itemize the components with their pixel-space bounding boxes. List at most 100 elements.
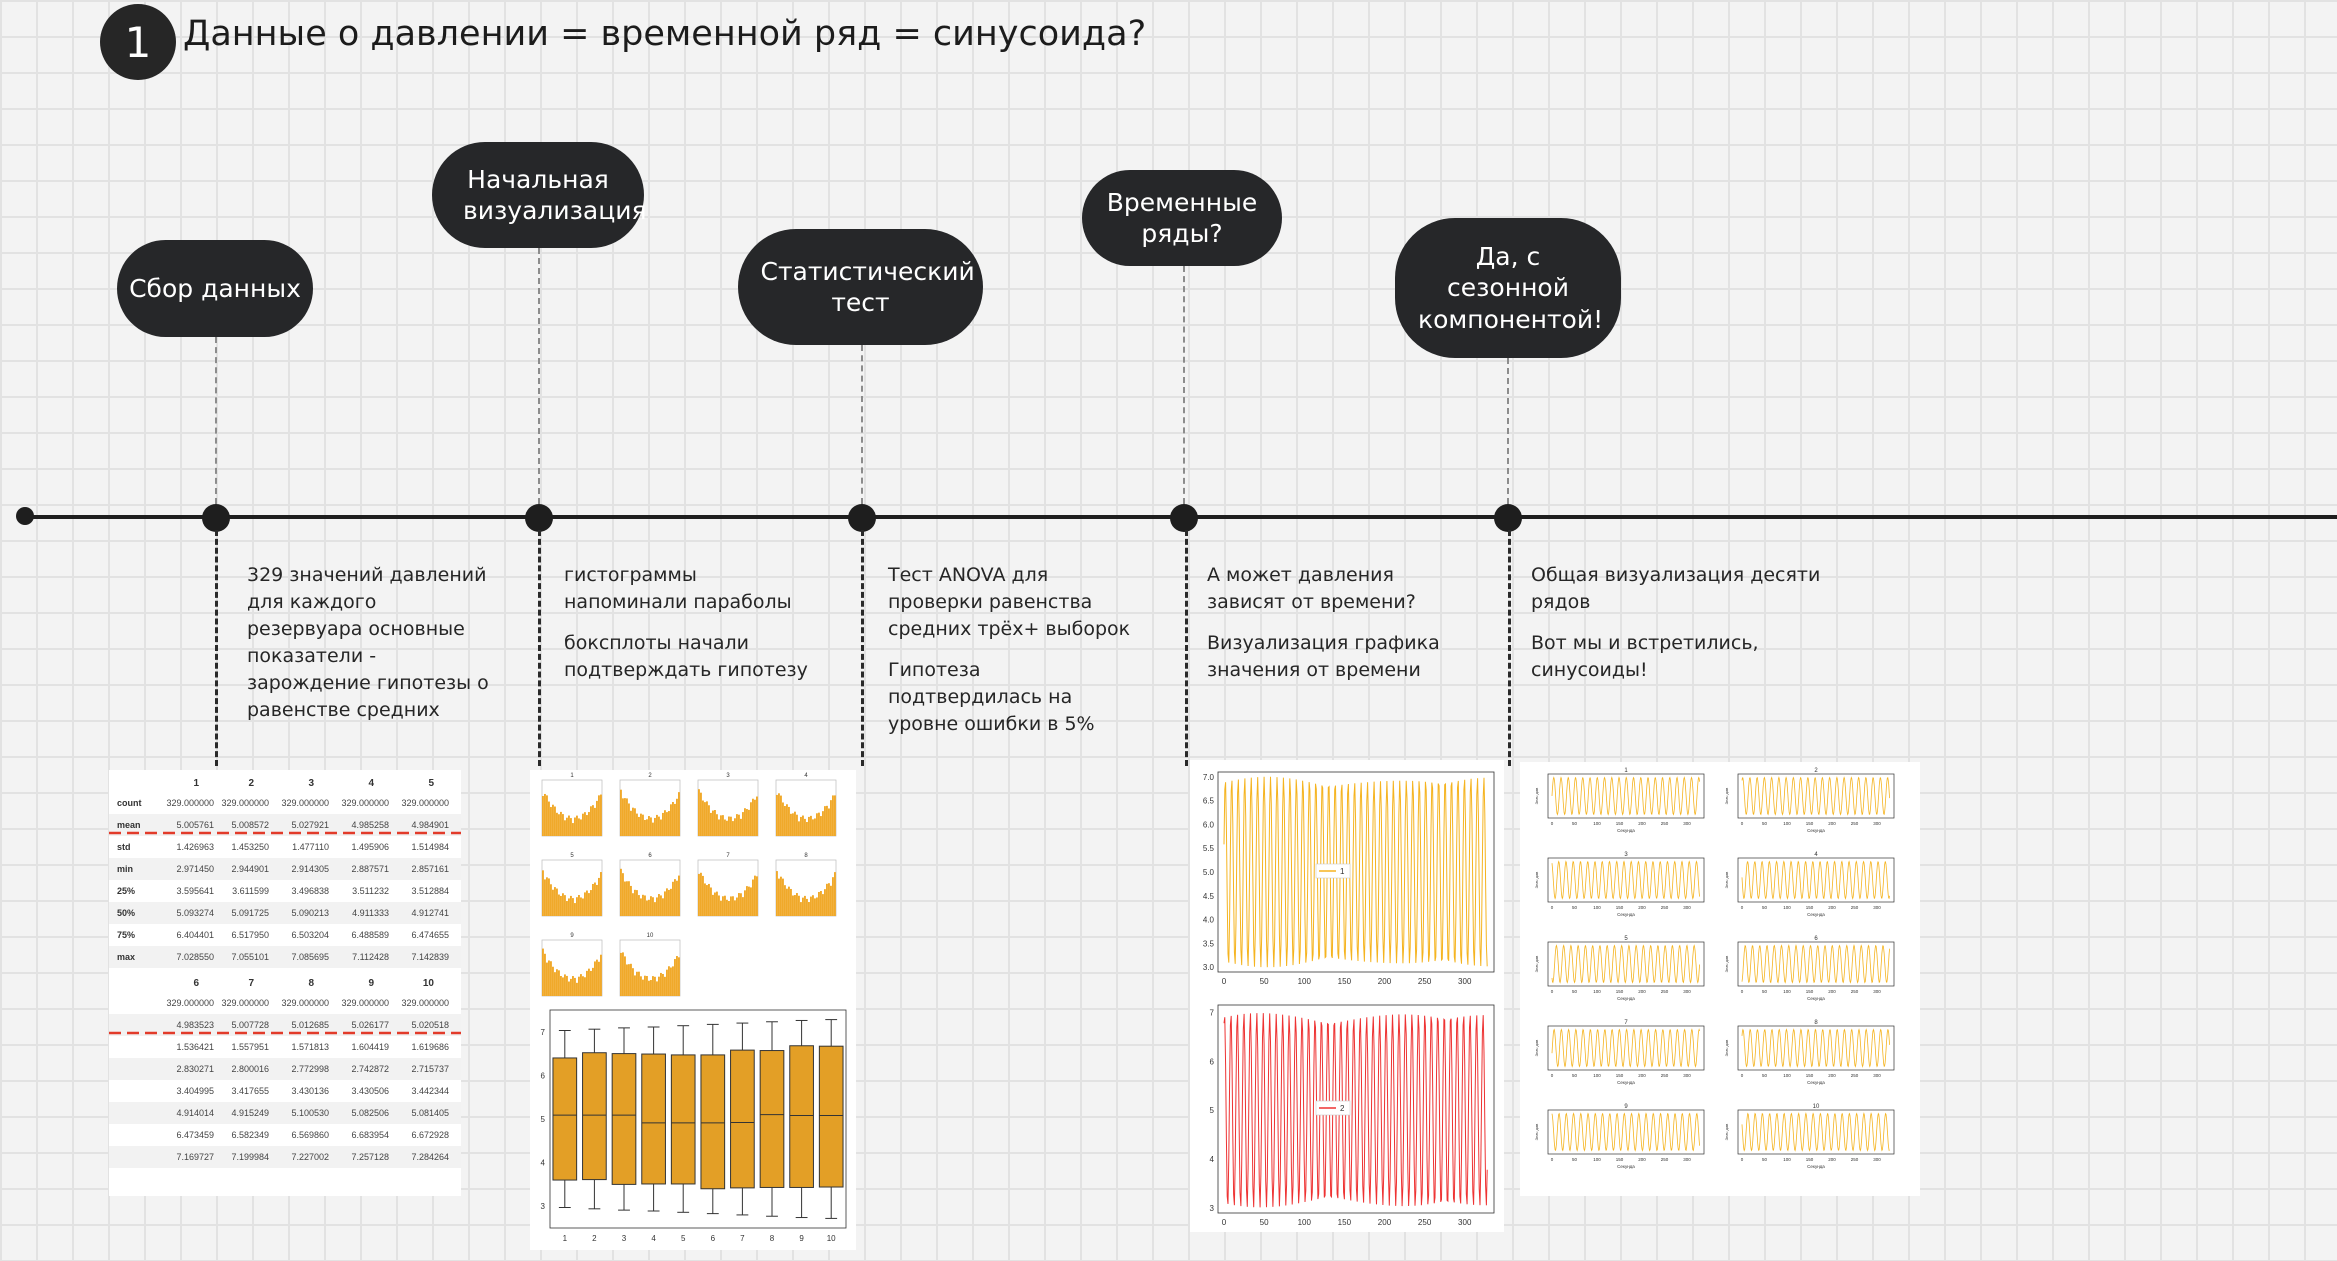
histogram-bar: [628, 803, 630, 836]
table-row-stripe: [109, 902, 461, 924]
histogram-bar: [544, 879, 546, 916]
histogram-bar: [642, 894, 644, 916]
boxplot-x-tick: 6: [711, 1234, 716, 1243]
table-cell: 1.495906: [351, 842, 389, 852]
histogram-bar: [582, 976, 584, 996]
table-cell: 5.007728: [231, 1020, 269, 1030]
histogram-bar: [622, 873, 624, 916]
milestone-dot-1[interactable]: [202, 504, 230, 532]
histogram-bar: [834, 795, 836, 836]
timeseries-x-tick: 200: [1378, 977, 1392, 986]
histogram-bar: [834, 872, 836, 916]
series-x-tick: 300: [1683, 989, 1691, 994]
histogram-bar: [698, 873, 700, 916]
table-cell: 5.008572: [231, 820, 269, 830]
histogram-title: 7: [726, 853, 730, 859]
timeseries-y-tick: 5: [1210, 1106, 1215, 1115]
histogram-bar: [832, 877, 834, 916]
histogram-bar: [664, 976, 666, 996]
milestone-label-3[interactable]: Статистический тест: [738, 229, 983, 345]
histogram-bar: [564, 974, 566, 996]
histogram-bar: [788, 806, 790, 836]
series-x-tick: 300: [1683, 821, 1691, 826]
milestone-label-1[interactable]: Сбор данных: [117, 240, 313, 337]
boxplot-x-tick: 8: [770, 1234, 775, 1243]
histogram-bar: [572, 976, 574, 996]
series-x-tick: 300: [1683, 1157, 1691, 1162]
boxplot-box: [700, 1054, 726, 1190]
histogram-bar: [560, 976, 562, 996]
histogram-bar: [574, 903, 576, 916]
histogram-bar: [798, 895, 800, 916]
milestone-label-4[interactable]: Временные ряды?: [1082, 170, 1282, 266]
table-cell: 4.912741: [411, 908, 449, 918]
histogram-bar: [550, 807, 552, 836]
milestone-desc-4: А может давления зависят от времени? Виз…: [1207, 562, 1467, 698]
table-row-label: max: [117, 952, 135, 962]
histogram-bar: [794, 895, 796, 916]
milestone-dot-5[interactable]: [1494, 504, 1522, 532]
table-row-label: 50%: [117, 908, 135, 918]
table-cell: 1.604419: [351, 1042, 389, 1052]
series-x-tick: 300: [1873, 905, 1881, 910]
histogram-bar: [550, 884, 552, 916]
boxplot-box: [611, 1053, 637, 1185]
histogram-bar: [634, 889, 636, 916]
table-cell: 5.100530: [291, 1108, 329, 1118]
histogram-bar: [626, 881, 628, 916]
histogram-bar: [600, 954, 602, 996]
histogram-bar: [640, 976, 642, 996]
histogram-bar: [592, 805, 594, 836]
histogram-bar: [732, 821, 734, 836]
histogram-title: 6: [648, 853, 652, 859]
series-x-tick: 100: [1783, 1157, 1791, 1162]
series-x-tick: 0: [1551, 1073, 1554, 1078]
table-column-header: 5: [428, 778, 434, 789]
histogram-bar: [802, 815, 804, 836]
histogram-bar: [704, 802, 706, 836]
milestone-label-3-text: Статистический тест: [760, 256, 975, 317]
milestone-label-2[interactable]: Начальная визуализация: [432, 142, 647, 248]
boxplot-x-tick: 7: [740, 1234, 745, 1243]
histogram-bar: [784, 885, 786, 916]
histogram-bar: [716, 814, 718, 836]
milestone-label-5[interactable]: Да, с сезонной компонентой!: [1395, 218, 1621, 358]
histogram-bar: [594, 882, 596, 916]
histogram-bar: [666, 888, 668, 916]
histogram-bar: [594, 807, 596, 836]
series-x-tick: 50: [1572, 821, 1578, 826]
histogram-bar: [568, 981, 570, 996]
table-cell: 7.227002: [291, 1152, 329, 1162]
milestone-dot-3[interactable]: [848, 504, 876, 532]
desc-text: 329 значений давлений для каждого резерв…: [247, 564, 489, 721]
histogram-bar: [778, 793, 780, 836]
series-x-tick: 200: [1638, 1157, 1646, 1162]
table-cell: 3.496838: [291, 886, 329, 896]
series-x-tick: 200: [1828, 821, 1836, 826]
histogram-bar: [800, 902, 802, 916]
milestone-dot-2[interactable]: [525, 504, 553, 532]
series-x-tick: 50: [1572, 1073, 1578, 1078]
histogram-bar: [752, 879, 754, 916]
histogram-bar: [660, 819, 662, 836]
histogram-bar: [642, 814, 644, 836]
table-cell: 329.000000: [166, 798, 214, 808]
histogram-bar: [788, 886, 790, 916]
series-line: [1551, 860, 1700, 900]
histogram-bar: [592, 883, 594, 916]
table-cell: 6.503204: [291, 930, 329, 940]
histogram-bar: [596, 959, 598, 996]
table-row-label: mean: [117, 820, 141, 830]
timeseries-line: [1223, 776, 1488, 968]
series-x-tick: 200: [1638, 989, 1646, 994]
series-ylabel: Знач дав: [1724, 956, 1729, 973]
connector-down-2: [538, 530, 541, 766]
milestone-dot-4[interactable]: [1170, 504, 1198, 532]
histogram-bar: [628, 964, 630, 996]
histogram-bar: [738, 893, 740, 916]
series-ylabel: Знач дав: [1534, 872, 1539, 889]
histogram-bar: [578, 818, 580, 836]
histogram-bar: [592, 967, 594, 996]
timeseries-legend-label: 2: [1340, 1104, 1345, 1113]
histogram-bar: [658, 894, 660, 916]
